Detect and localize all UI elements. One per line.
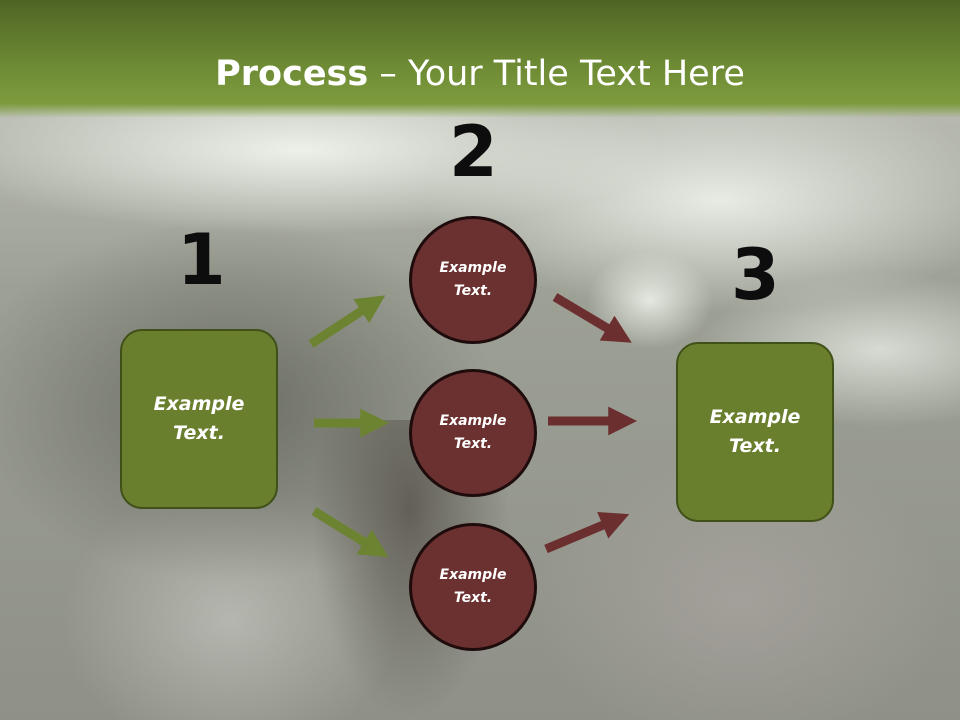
step-3-text-line-1: Example xyxy=(709,406,801,428)
step-number-2: 2 xyxy=(449,111,498,193)
step-2-circle-middle: Example Text. xyxy=(409,369,537,497)
step-3-text-line-2: Text. xyxy=(729,435,781,457)
circle-bottom-text-line-1: Example xyxy=(439,567,507,583)
step-number-3: 3 xyxy=(731,234,780,316)
circle-top-text-line-2: Text. xyxy=(453,283,493,299)
title-bold: Process xyxy=(215,54,369,94)
slide-title: Process – Your Title Text Here xyxy=(0,52,960,96)
arrow-top-to-3 xyxy=(552,293,632,343)
circle-middle-text-line-2: Text. xyxy=(453,436,493,452)
step-2-circle-top: Example Text. xyxy=(409,216,537,344)
circle-middle-text-line-1: Example xyxy=(439,413,507,429)
arrow-1-to-top xyxy=(308,295,386,348)
step-3-box: Example Text. xyxy=(676,342,834,522)
circle-bottom-text-line-2: Text. xyxy=(453,590,493,606)
title-bar xyxy=(0,0,960,118)
title-rest: – Your Title Text Here xyxy=(368,54,745,94)
step-2-circle-bottom: Example Text. xyxy=(409,523,537,651)
step-1-text-line-2: Text. xyxy=(173,422,225,444)
step-1-box: Example Text. xyxy=(120,329,278,509)
step-1-text-line-1: Example xyxy=(153,393,245,415)
step-number-1: 1 xyxy=(177,219,226,301)
arrow-bottom-to-3 xyxy=(544,511,630,554)
circle-top-text-line-1: Example xyxy=(439,260,507,276)
arrow-1-to-bottom xyxy=(311,507,389,558)
